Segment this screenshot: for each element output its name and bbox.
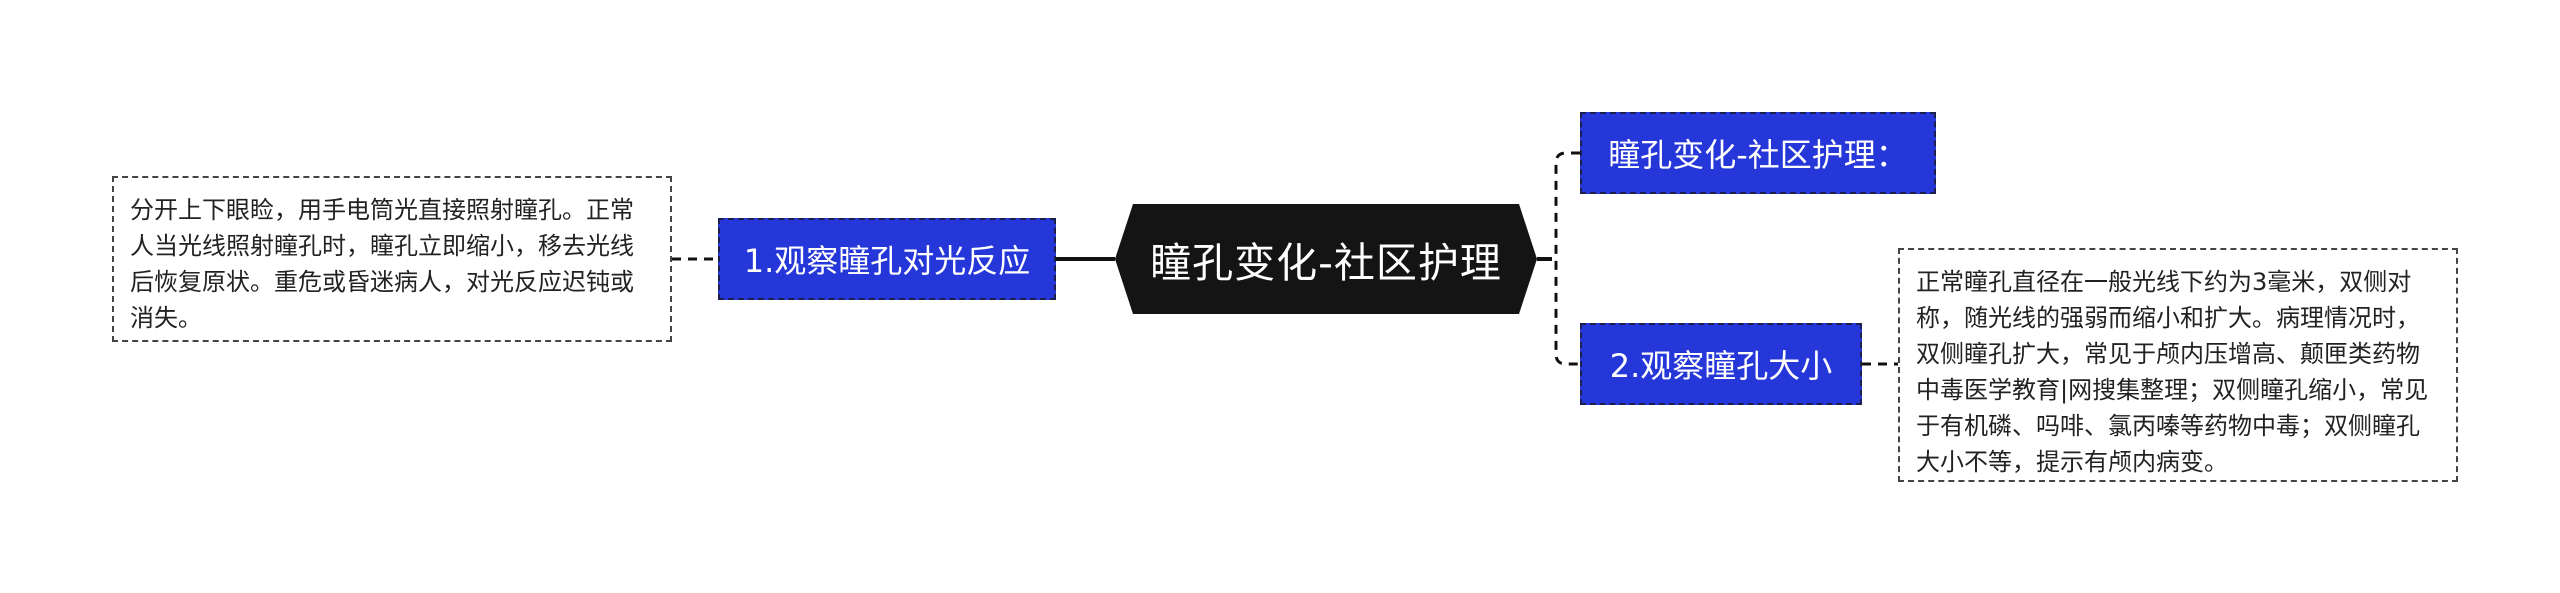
note-light-reflex[interactable]: 分开上下眼睑，用手电筒光直接照射瞳孔。正常人当光线照射瞳孔时，瞳孔立即缩小，移去… [112, 176, 672, 342]
note-pupil-size[interactable]: 正常瞳孔直径在一般光线下约为3毫米，双侧对称，随光线的强弱而缩小和扩大。病理情况… [1898, 248, 2458, 482]
connector-right-spine [1554, 151, 1580, 366]
branch-observe-pupil-size[interactable]: 2.观察瞳孔大小 [1580, 323, 1862, 405]
center-node[interactable]: 瞳孔变化-社区护理 [1115, 204, 1537, 314]
branch-pupil-community-care[interactable]: 瞳孔变化-社区护理： [1580, 112, 1936, 194]
branch-observe-light-reflex[interactable]: 1.观察瞳孔对光反应 [718, 218, 1056, 300]
